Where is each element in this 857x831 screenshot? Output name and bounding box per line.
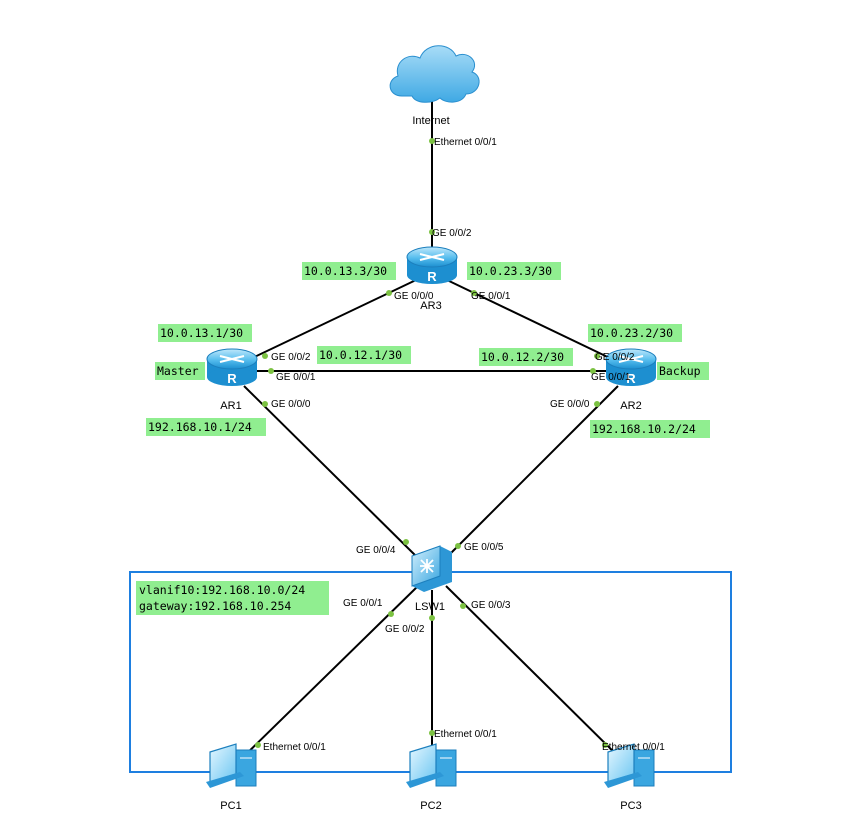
tag-ar1-mid: 10.0.12.1/30 (317, 346, 411, 364)
router-icon: R (406, 246, 458, 284)
port-dot (590, 368, 596, 374)
port-label: GE 0/0/0 (271, 399, 311, 410)
port-dot (268, 368, 274, 374)
tag-lan-info: vlanif10:192.168.10.0/24 gateway:192.168… (136, 581, 329, 615)
port-dot (594, 353, 600, 359)
svg-text:R: R (626, 371, 636, 386)
svg-text:10.0.23.2/30: 10.0.23.2/30 (590, 326, 673, 340)
port-dot (455, 543, 461, 549)
tag-ar2-lan: 192.168.10.2/24 (590, 420, 710, 438)
tag-ar2-mid: 10.0.12.2/30 (479, 348, 573, 366)
pc2-node[interactable]: PC2 (406, 743, 457, 812)
tag-ar2-role: Backup (657, 362, 709, 380)
port-label: GE 0/0/3 (471, 600, 511, 611)
tag-ar1-role: Master (155, 362, 205, 380)
port-dot (429, 615, 435, 621)
port-label: GE 0/0/5 (464, 542, 504, 553)
pc1-label: PC1 (220, 800, 241, 812)
port-label: GE 0/0/2 (271, 352, 311, 363)
port-label: GE 0/0/0 (394, 291, 434, 302)
svg-text:192.168.10.2/24: 192.168.10.2/24 (592, 422, 696, 436)
lsw1-switch[interactable]: LSW1 (411, 545, 452, 613)
port-dot (262, 401, 268, 407)
port-label: GE 0/0/1 (343, 598, 383, 609)
ar1-router[interactable]: R AR1 (206, 348, 258, 412)
router-icon: R (605, 348, 657, 386)
link-ar1-lsw1 (243, 385, 421, 561)
ar2-router[interactable]: R AR2 (605, 348, 657, 412)
pc3-node[interactable]: PC3 (604, 743, 655, 812)
port-dot (471, 290, 477, 296)
pc2-label: PC2 (420, 800, 441, 812)
svg-text:R: R (427, 269, 437, 284)
port-dot (255, 742, 261, 748)
link-lsw1-pc3 (445, 585, 627, 765)
ar1-label: AR1 (220, 400, 241, 412)
port-dot (594, 401, 600, 407)
port-dot (262, 353, 268, 359)
pc-icon (206, 743, 257, 788)
pc-icon (406, 743, 457, 788)
tag-ar3-right: 10.0.23.3/30 (467, 262, 561, 280)
port-label: GE 0/0/2 (432, 228, 472, 239)
router-icon: R (206, 348, 258, 386)
pc3-label: PC3 (620, 800, 641, 812)
port-label: GE 0/0/2 (595, 352, 635, 363)
svg-text:R: R (227, 371, 237, 386)
ar3-router[interactable]: R AR3 (406, 246, 458, 312)
port-dots (255, 138, 608, 748)
port-label: GE 0/0/4 (356, 545, 396, 556)
port-dot (386, 290, 392, 296)
svg-text:Master: Master (157, 364, 199, 378)
port-dot (429, 730, 435, 736)
port-dot (460, 603, 466, 609)
svg-text:10.0.12.2/30: 10.0.12.2/30 (481, 350, 564, 364)
port-label: Ethernet 0/0/1 (434, 729, 497, 740)
vlanif-text: vlanif10:192.168.10.0/24 (139, 583, 305, 597)
port-dot (429, 229, 435, 235)
tag-ar3-left: 10.0.13.3/30 (302, 262, 396, 280)
ip-tags: 10.0.13.3/30 10.0.23.3/30 10.0.13.1/30 1… (136, 262, 710, 615)
port-label: Ethernet 0/0/1 (434, 137, 497, 148)
port-label: GE 0/0/0 (550, 399, 590, 410)
port-dot (388, 611, 394, 617)
links (235, 92, 627, 765)
cloud-icon (389, 45, 480, 103)
tag-ar2-up: 10.0.23.2/30 (588, 324, 682, 342)
svg-text:10.0.13.1/30: 10.0.13.1/30 (160, 326, 243, 340)
link-lsw1-pc1 (235, 585, 419, 765)
tag-ar1-lan: 192.168.10.1/24 (146, 418, 266, 436)
svg-text:10.0.13.3/30: 10.0.13.3/30 (304, 264, 387, 278)
port-dot (403, 539, 409, 545)
port-label: GE 0/0/2 (385, 624, 425, 635)
lsw1-label: LSW1 (415, 601, 445, 613)
link-ar2-lsw1 (443, 385, 619, 561)
port-label: Ethernet 0/0/1 (602, 742, 665, 753)
tag-ar1-up: 10.0.13.1/30 (158, 324, 252, 342)
gateway-text: gateway:192.168.10.254 (139, 599, 291, 613)
ar2-label: AR2 (620, 400, 641, 412)
svg-text:Backup: Backup (659, 364, 701, 378)
svg-text:10.0.12.1/30: 10.0.12.1/30 (319, 348, 402, 362)
internet-node[interactable]: Internet (389, 45, 480, 127)
port-labels: Ethernet 0/0/1 GE 0/0/2 GE 0/0/0 GE 0/0/… (263, 137, 665, 753)
internet-label: Internet (412, 115, 449, 127)
port-label: GE 0/0/1 (471, 291, 511, 302)
port-label: GE 0/0/1 (591, 372, 631, 383)
port-dot (429, 138, 435, 144)
port-label: GE 0/0/1 (276, 372, 316, 383)
pc1-node[interactable]: PC1 (206, 743, 257, 812)
pc-icon (604, 743, 655, 788)
svg-text:10.0.23.3/30: 10.0.23.3/30 (469, 264, 552, 278)
port-dot (602, 742, 608, 748)
switch-icon (411, 545, 452, 592)
svg-text:192.168.10.1/24: 192.168.10.1/24 (148, 420, 252, 434)
port-label: Ethernet 0/0/1 (263, 742, 326, 753)
ar3-label: AR3 (420, 300, 441, 312)
